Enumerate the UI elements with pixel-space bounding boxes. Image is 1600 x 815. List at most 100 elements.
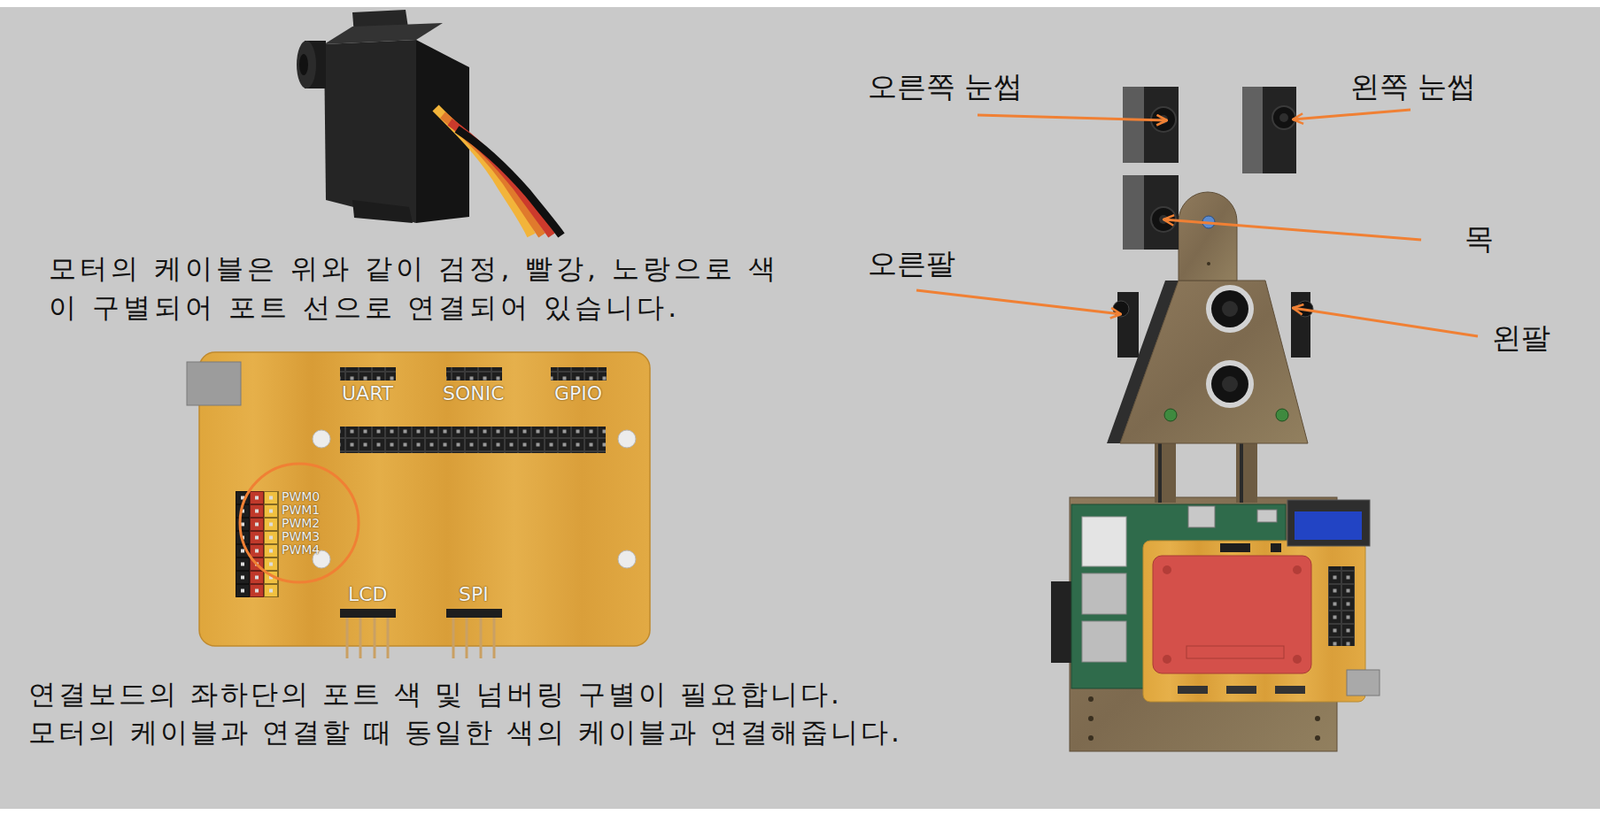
pin-label: PWM1 <box>281 503 320 518</box>
robot-assembly <box>1120 280 1308 444</box>
connection-board <box>199 352 650 647</box>
robot-assembly <box>1051 581 1072 664</box>
connection-board <box>493 618 496 659</box>
servo-motor <box>324 23 443 45</box>
robot-assembly <box>1292 565 1302 575</box>
note-text: 모터의 케이블과 연결할 때 동일한 색의 케이블과 연결해줍니다. <box>28 716 903 750</box>
robot-assembly <box>1082 621 1127 663</box>
connection-board <box>186 352 650 659</box>
robot-assembly <box>1122 86 1179 163</box>
part-label: 목 <box>1464 221 1494 257</box>
leader-arrows <box>916 109 1478 337</box>
connection-board <box>340 367 396 381</box>
robot-assembly <box>1272 106 1296 130</box>
connection-board <box>346 618 349 659</box>
robot-assembly <box>1154 433 1176 503</box>
robot-assembly <box>1221 376 1238 393</box>
leader-arrows <box>977 115 1168 121</box>
robot-assembly <box>1242 86 1297 174</box>
robot-assembly <box>1275 409 1289 422</box>
connection-board <box>347 618 495 659</box>
robot-assembly <box>1158 433 1162 503</box>
connection-board <box>340 426 606 454</box>
robot-assembly <box>1257 510 1277 523</box>
robot-assembly <box>1221 301 1238 317</box>
robot-assembly <box>1211 365 1249 403</box>
part-label: 왼팔 <box>1491 320 1551 356</box>
connection-board <box>465 618 469 659</box>
connection-board <box>550 367 607 381</box>
robot-assembly <box>1177 686 1208 695</box>
robot-assembly <box>1152 556 1312 674</box>
robot-assembly <box>1082 517 1127 567</box>
port-label: SPI <box>458 583 489 607</box>
robot-assembly <box>1088 735 1094 742</box>
pin-label: PWM0 <box>281 490 320 504</box>
servo-motor <box>456 129 562 236</box>
leader-arrows <box>1163 219 1422 240</box>
pin-label: PWM2 <box>281 517 320 531</box>
robot-assembly <box>1262 86 1297 174</box>
robot-assembly <box>1346 670 1380 696</box>
servo-motor <box>296 40 317 89</box>
part-label: 왼쪽 눈썹 <box>1350 69 1477 105</box>
robot-assembly <box>1328 566 1355 647</box>
robot-assembly <box>1088 716 1094 722</box>
robot-assembly <box>1051 86 1380 752</box>
pin-label: PWM4 <box>281 543 320 557</box>
connection-board <box>359 618 363 659</box>
connection-board <box>618 550 636 569</box>
connection-board <box>312 430 331 449</box>
robot-assembly <box>1164 409 1177 422</box>
connection-board <box>618 430 636 449</box>
robot-assembly <box>1211 290 1249 328</box>
part-label: 오른쪽 눈썹 <box>867 69 1024 105</box>
robot-assembly <box>1236 433 1258 503</box>
caption-text: 모터의 케이블은 위와 같이 검정, 빨강, 노랑으로 색이 구별되어 포트 선… <box>48 248 784 327</box>
robot-assembly <box>1188 506 1215 528</box>
connection-board <box>239 463 359 583</box>
robot-assembly <box>1239 433 1244 503</box>
robot-assembly <box>1226 686 1257 695</box>
robot-assembly <box>1205 360 1254 409</box>
leader-arrows <box>1292 109 1411 120</box>
servo-motor <box>324 39 417 224</box>
robot-assembly <box>1178 192 1237 281</box>
port-label: SONIC <box>442 382 505 406</box>
robot-assembly <box>1143 541 1366 703</box>
port-label: GPIO <box>554 382 603 406</box>
robot-assembly <box>1292 655 1302 665</box>
servo-motor <box>352 200 413 224</box>
part-label: 오른팔 <box>867 246 956 282</box>
robot-assembly <box>1143 86 1179 163</box>
servo-motor <box>299 54 309 76</box>
robot-assembly <box>1314 716 1321 722</box>
connection-board <box>386 618 390 659</box>
robot-assembly <box>1287 500 1370 547</box>
robot-assembly <box>1162 655 1172 665</box>
robot-assembly <box>1205 285 1254 333</box>
connection-board <box>340 609 396 619</box>
robot-assembly <box>1314 735 1321 742</box>
robot-assembly <box>1294 511 1362 541</box>
note-text: 연결보드의 좌하단의 포트 색 및 넘버링 구별이 필요합니다. <box>28 678 843 712</box>
servo-motor <box>296 9 562 236</box>
robot-assembly <box>1082 573 1127 615</box>
port-label: UART <box>341 382 394 406</box>
robot-assembly <box>1206 262 1211 266</box>
connection-board <box>186 362 241 406</box>
robot-assembly <box>1220 543 1251 553</box>
connection-board <box>452 618 456 659</box>
top-strip <box>0 0 1600 8</box>
connection-board <box>373 618 377 659</box>
port-label: LCD <box>347 583 388 607</box>
robot-assembly <box>1279 113 1289 123</box>
leader-arrows <box>916 290 1121 315</box>
connection-board <box>479 618 483 659</box>
robot-assembly <box>1186 646 1284 659</box>
robot-assembly <box>1275 686 1306 695</box>
robot-assembly <box>1162 565 1172 575</box>
robot-assembly <box>1122 175 1179 250</box>
connection-board <box>446 609 503 619</box>
bottom-strip <box>0 809 1600 815</box>
